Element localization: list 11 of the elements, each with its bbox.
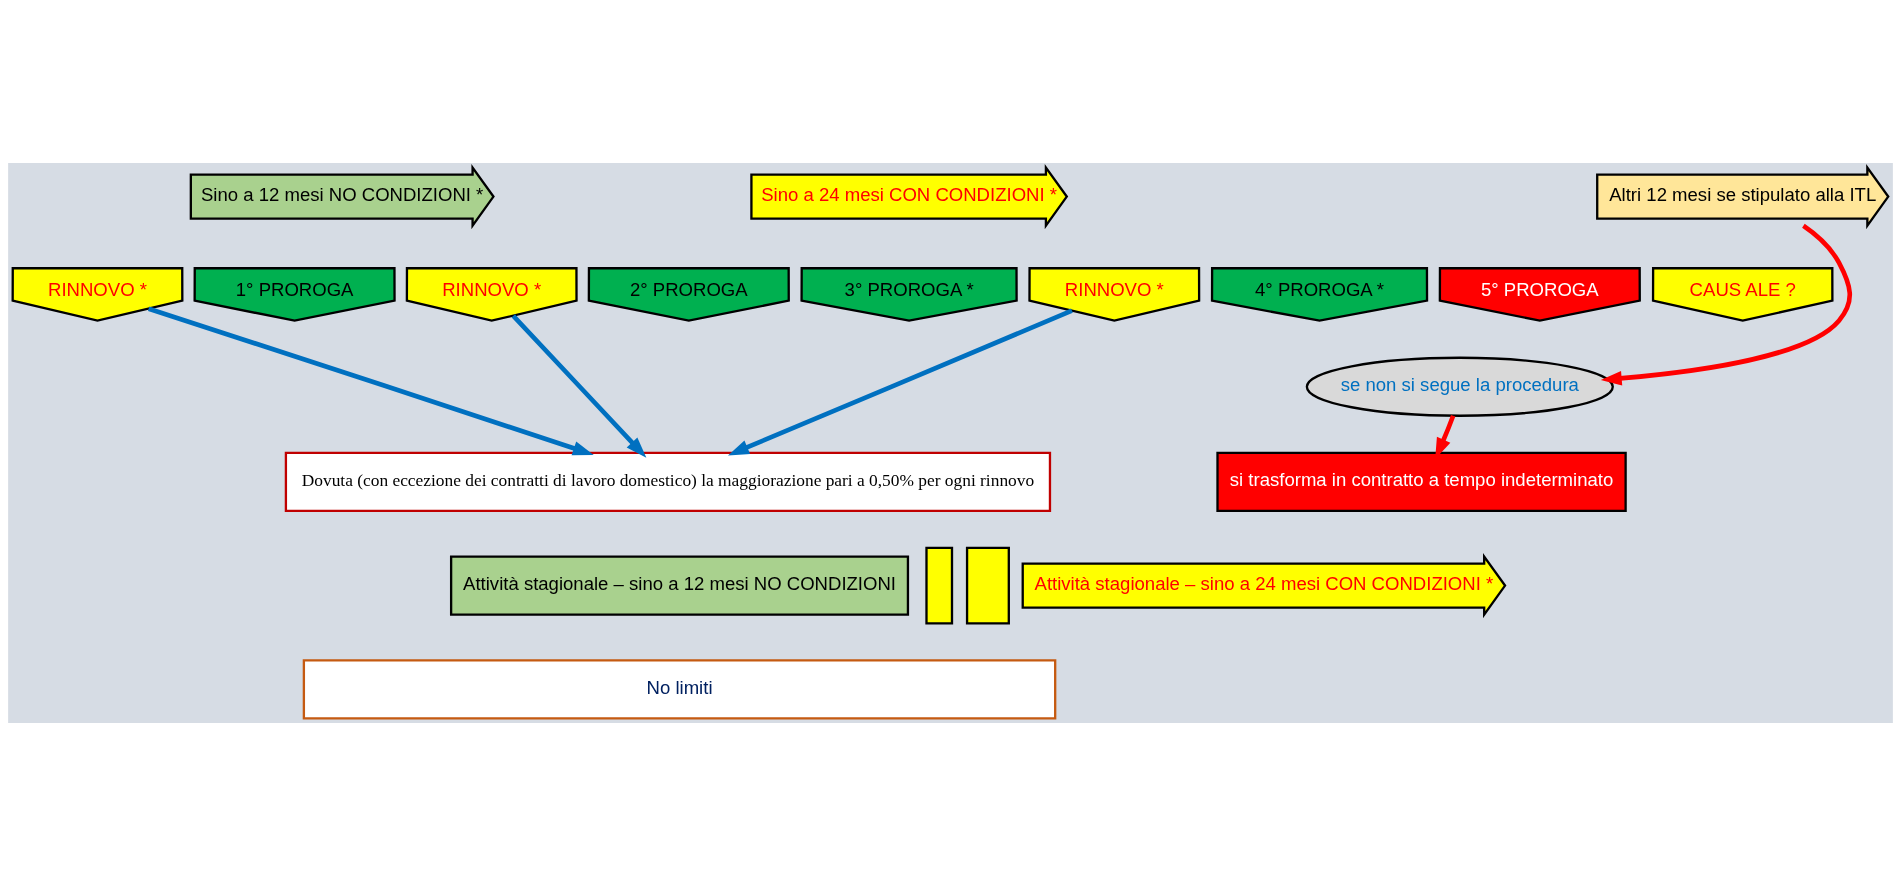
arrow bbox=[148, 306, 594, 456]
node-box: si trasforma in contratto a tempo indeterminato bbox=[1216, 451, 1627, 512]
node-box: Dovuta (con eccezione dei contratti di lavoro domestico) la maggiorazione pari a 0,50% per ogni rinnovo bbox=[284, 451, 1052, 512]
node-box: No limiti bbox=[302, 659, 1057, 720]
node-bar bbox=[965, 546, 1010, 625]
node-ellipse: se non si segue la procedura bbox=[1305, 356, 1614, 417]
node-bar bbox=[925, 546, 954, 625]
arrow bbox=[727, 308, 1073, 456]
node-box: Attività stagionale – sino a 12 mesi NO CONDIZIONI bbox=[449, 555, 910, 616]
arrow bbox=[1600, 223, 1852, 386]
arrow bbox=[511, 314, 647, 458]
